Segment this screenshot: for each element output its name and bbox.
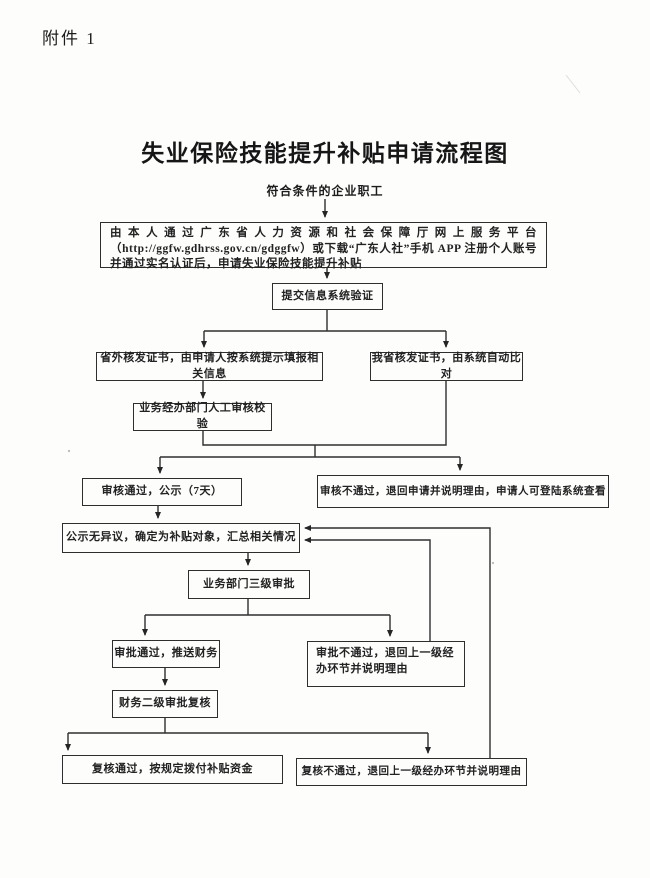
scan-artifact-scratch — [565, 74, 581, 94]
node-out-of-province-certificate: 省外核发证书，由申请人按系统提示填报相关信息 — [96, 352, 323, 381]
connector-merge — [202, 381, 447, 446]
node-register: 由本人通过广东省人力资源和社会保障厅网上服务平台（http://ggfw.gdh… — [100, 222, 547, 270]
flow-start-label: 符合条件的企业职工 — [266, 184, 384, 198]
feedback-approvefail-publicity — [304, 537, 431, 641]
scan-artifacts — [67, 74, 581, 565]
page-title: 失业保险技能提升补贴申请流程图 — [141, 140, 509, 166]
node-in-province-certificate: 我省核发证书，由系统自动比对 — [370, 351, 523, 381]
scan-artifact-dot — [491, 561, 495, 565]
node-review-fail: 审核不通过，退回申请并说明理由，申请人可登陆系统查看 — [317, 475, 609, 508]
node-recheck-pass-payment: 复核通过，按规定拨付补贴资金 — [62, 755, 283, 784]
node-manual-review: 业务经办部门人工审核校验 — [133, 402, 272, 431]
node-approval-pass: 审批通过，推送财务 — [112, 640, 220, 668]
node-publicity-no-objection: 公示无异议，确定为补贴对象，汇总相关情况 — [62, 523, 300, 553]
scan-artifact-dot — [67, 449, 71, 453]
node-finance-two-level-review: 财务二级审批复核 — [112, 690, 218, 718]
node-review-pass-publicity: 审核通过，公示（7天） — [82, 478, 242, 506]
connector-recheck-split — [68, 718, 428, 734]
node-three-level-approval: 业务部门三级审批 — [188, 570, 310, 599]
feedback-recheckfail-publicity — [304, 525, 491, 758]
node-approval-fail: 审批不通过，退回上一级经办环节并说明理由 — [307, 641, 465, 687]
connector-submit-split — [204, 310, 446, 332]
node-submit-verification: 提交信息系统验证 — [272, 283, 383, 310]
attachment-label: 附件 1 — [42, 29, 97, 48]
connector-review-split — [160, 445, 460, 458]
connector-approve-split — [145, 599, 390, 616]
node-recheck-fail: 复核不通过，退回上一级经办环节并说明理由 — [296, 758, 527, 786]
